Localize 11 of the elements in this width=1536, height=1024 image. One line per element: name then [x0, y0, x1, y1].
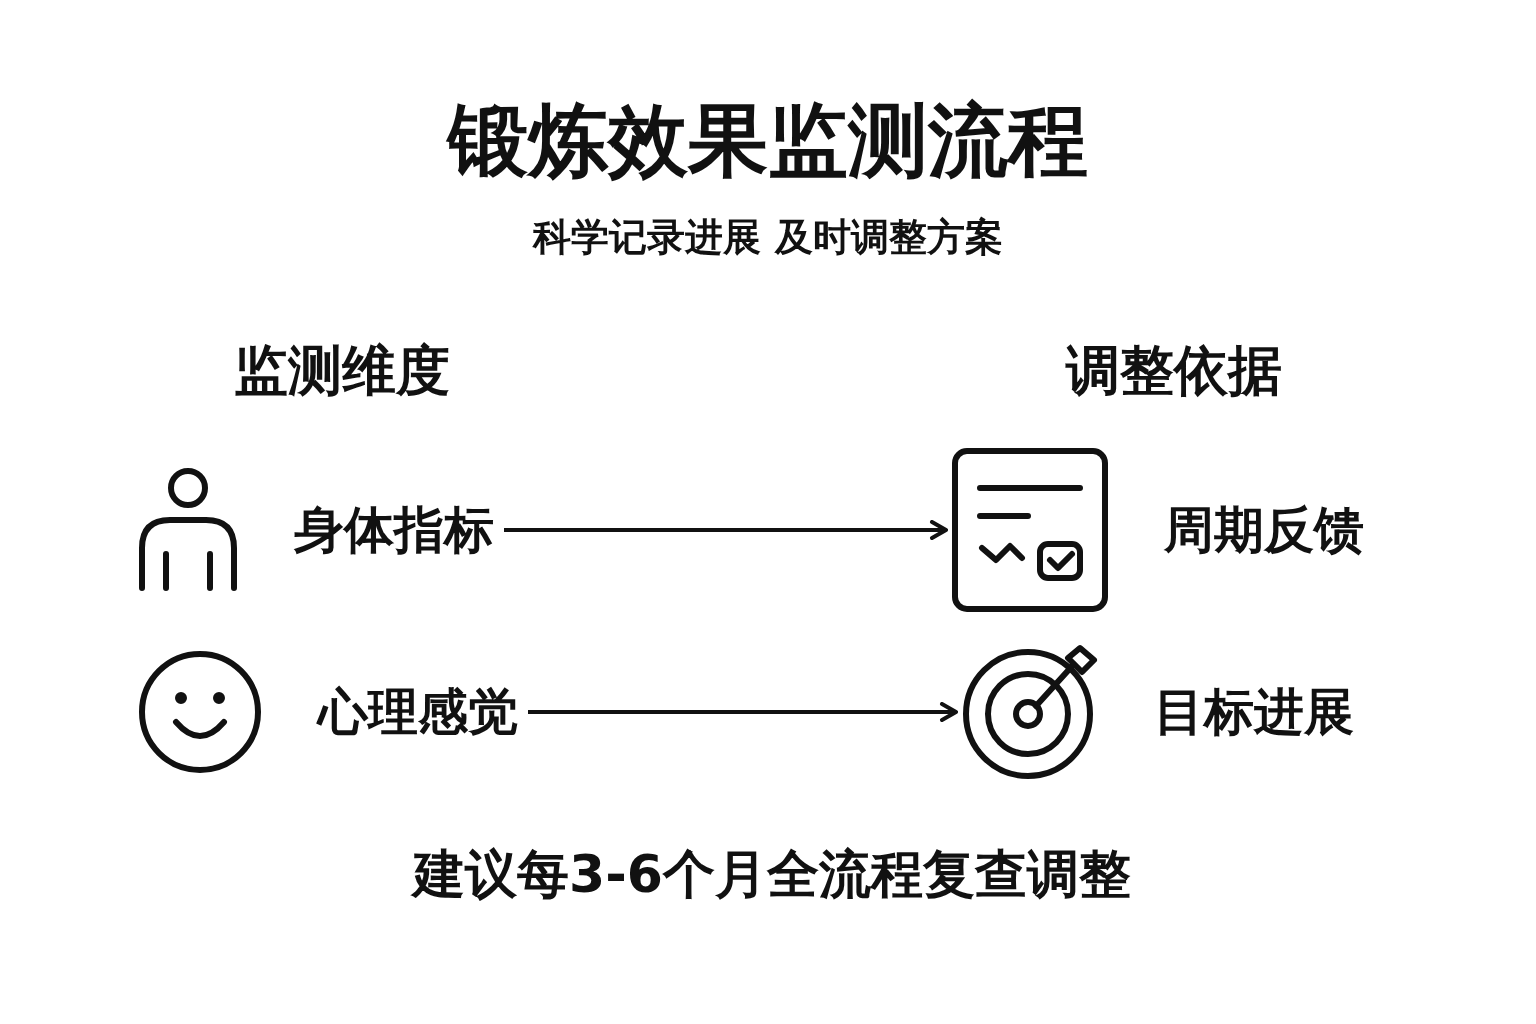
column-heading: 监测维度 [233, 338, 451, 404]
item-label: 周期反馈 [1164, 499, 1364, 561]
arrow [504, 520, 948, 540]
footer-note: 建议每3-6个月全流程复查调整 [8, 840, 1536, 910]
column-heading: 调整依据 [1064, 338, 1283, 404]
item-label: 身体指标 [294, 499, 494, 561]
item-label: 目标进展 [1154, 681, 1354, 743]
item-label: 心理感觉 [318, 681, 518, 743]
subtitle: 科学记录进展 及时调整方案 [531, 214, 1004, 261]
title: 锻炼效果监测流程 [445, 93, 1089, 189]
arrow [528, 702, 958, 722]
